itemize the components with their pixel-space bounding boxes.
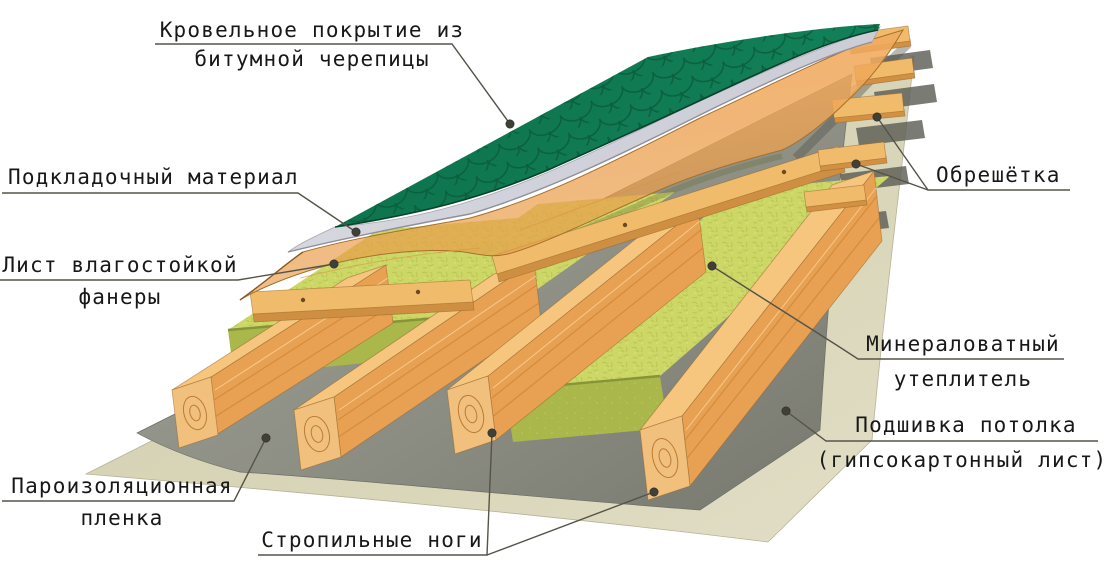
- labels: Кровельное покрытие из битумной черепицы…: [2, 18, 1108, 552]
- label-roof-covering-line1: Кровельное покрытие из: [160, 18, 465, 42]
- label-rafters: Стропильные ноги: [261, 528, 483, 552]
- plywood-layer: [239, 29, 905, 301]
- leader-lines: [0, 43, 1098, 556]
- label-underlayment: Подкладочный материал: [8, 165, 299, 189]
- label-vapor-film-line2: пленка: [80, 506, 163, 530]
- leader-insulation: [707, 261, 1064, 360]
- leader-ceiling: [781, 406, 1098, 442]
- leader-roof-covering: [155, 43, 515, 129]
- label-insulation-line1: Минераловатный: [866, 332, 1060, 356]
- label-battens: Обрешётка: [936, 163, 1061, 187]
- shingles-layer: [334, 24, 880, 228]
- label-insulation-line2: утеплитель: [894, 367, 1032, 391]
- roof-illustration: [84, 24, 937, 543]
- label-ceiling-line2: (гипсокартонный лист): [817, 448, 1108, 472]
- label-plywood-line1: Лист влагостойкой: [2, 253, 237, 277]
- rafter-3: [446, 207, 707, 455]
- rafters-group: [171, 170, 883, 501]
- label-ceiling-line1: Подшивка потолка: [855, 413, 1077, 437]
- label-plywood-line2: фанеры: [78, 285, 161, 309]
- leader-underlayment: [2, 192, 361, 237]
- leader-vapor-film: [2, 433, 271, 502]
- leader-plywood: [0, 259, 339, 281]
- label-vapor-film-line1: Пароизоляционная: [11, 474, 233, 498]
- cross-battens: [249, 145, 846, 323]
- rafter-2: [293, 260, 542, 471]
- label-roof-covering-line2: битумной черепицы: [194, 47, 429, 71]
- leader-battens: [851, 112, 1070, 191]
- leader-rafters: [258, 428, 659, 556]
- rafter-4: [639, 170, 883, 501]
